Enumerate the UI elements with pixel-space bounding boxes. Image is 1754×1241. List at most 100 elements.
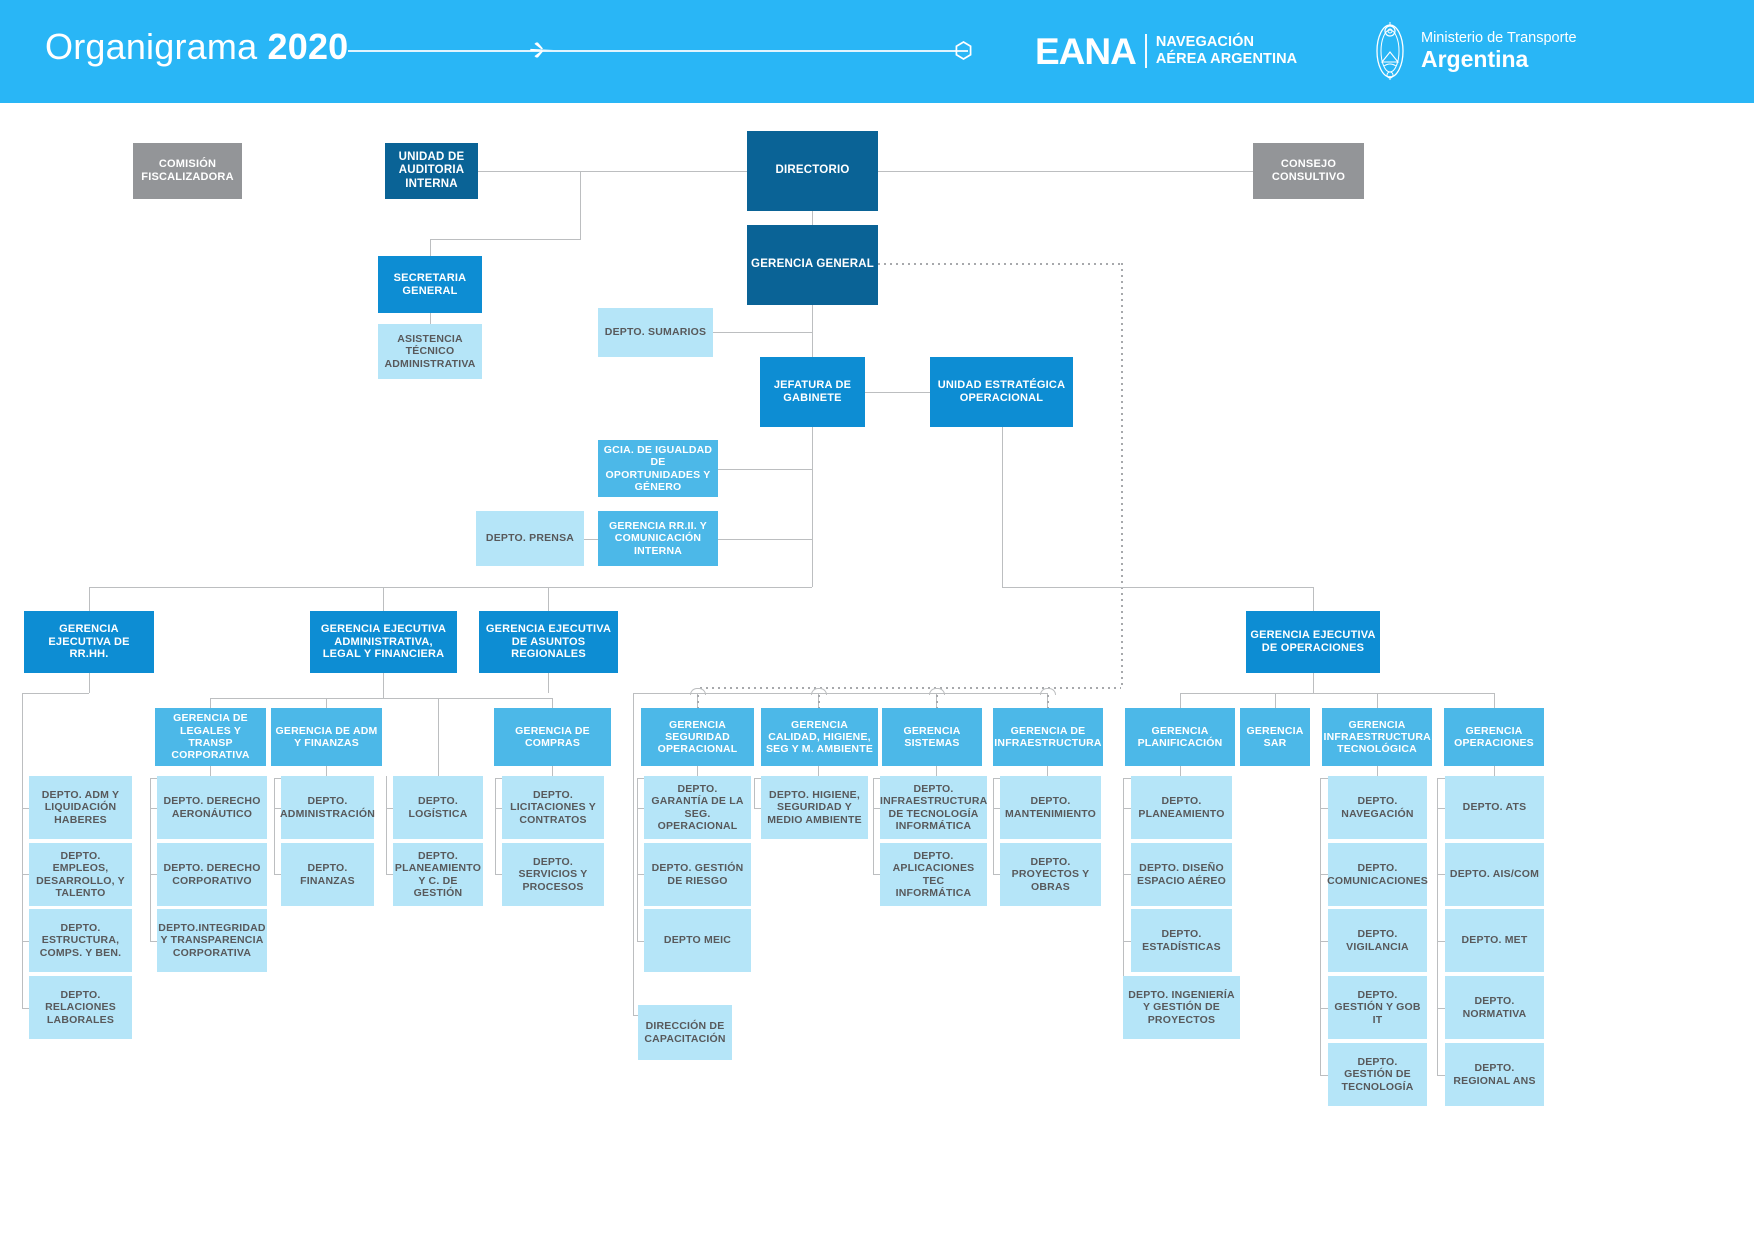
org-node-g_segop[interactable]: GERENCIA SEGURIDAD OPERACIONAL bbox=[641, 708, 754, 766]
org-node-d_servproc[interactable]: DEPTO. SERVICIOS Y PROCESOS bbox=[502, 843, 604, 906]
connector bbox=[1320, 808, 1328, 809]
connector bbox=[1002, 427, 1003, 587]
org-node-d_capacitacion[interactable]: DIRECCIÓN DE CAPACITACIÓN bbox=[638, 1005, 732, 1060]
org-node-d_corporativo[interactable]: DEPTO. DERECHO CORPORATIVO bbox=[157, 843, 267, 906]
org-node-d_mantenimiento[interactable]: DEPTO. MANTENIMIENTO bbox=[1000, 776, 1101, 839]
org-node-d_vigilancia[interactable]: DEPTO. VIGILANCIA bbox=[1328, 909, 1427, 972]
connector bbox=[993, 874, 1000, 875]
org-node-ge_rrhh[interactable]: GERENCIA EJECUTIVA DE RR.HH. bbox=[24, 611, 154, 673]
org-node-g_planif[interactable]: GERENCIA PLANIFICACIÓN bbox=[1125, 708, 1235, 766]
org-node-label: DEPTO. NORMATIVA bbox=[1462, 995, 1527, 1020]
org-node-label: GERENCIA EJECUTIVA ADMINISTRATIVA, LEGAL… bbox=[320, 622, 447, 661]
org-node-d_ingenieria[interactable]: DEPTO. INGENIERÍA Y GESTIÓN DE PROYECTOS bbox=[1123, 976, 1240, 1039]
org-node-d_estructura[interactable]: DEPTO. ESTRUCTURA, COMPS. Y BEN. bbox=[29, 909, 132, 972]
org-node-jefatura[interactable]: JEFATURA DE GABINETE bbox=[760, 357, 865, 427]
connector bbox=[633, 693, 634, 1015]
connector bbox=[1437, 1008, 1445, 1009]
org-node-ge_regionales[interactable]: GERENCIA EJECUTIVA DE ASUNTOS REGIONALES bbox=[479, 611, 618, 673]
connector bbox=[478, 171, 747, 172]
org-node-d_licitaciones[interactable]: DEPTO. LICITACIONES Y CONTRATOS bbox=[502, 776, 604, 839]
org-node-d_regionalans[interactable]: DEPTO. REGIONAL ANS bbox=[1445, 1043, 1544, 1106]
org-node-d_higiene[interactable]: DEPTO. HIGIENE, SEGURIDAD Y MEDIO AMBIEN… bbox=[761, 776, 868, 839]
org-node-d_finanzas[interactable]: DEPTO. FINANZAS bbox=[281, 843, 374, 906]
org-node-label: DEPTO. GESTIÓN Y GOB IT bbox=[1334, 989, 1421, 1026]
org-node-d_planeamiento[interactable]: DEPTO. PLANEAMIENTO bbox=[1131, 776, 1232, 839]
connector bbox=[993, 808, 1000, 809]
org-node-g_infratec[interactable]: GERENCIA INFRAESTRUCTURA TECNOLÓGICA bbox=[1322, 708, 1432, 766]
org-node-g_sar[interactable]: GERENCIA SAR bbox=[1240, 708, 1310, 766]
org-node-d_normativa[interactable]: DEPTO. NORMATIVA bbox=[1445, 976, 1544, 1039]
org-node-g_legales[interactable]: GERENCIA DE LEGALES Y TRANSP CORPORATIVA bbox=[155, 708, 266, 766]
connector bbox=[936, 766, 937, 778]
org-node-label: GERENCIA SAR bbox=[1246, 724, 1304, 749]
org-node-d_empleos[interactable]: DEPTO. EMPLEOS, DESARROLLO, Y TALENTO bbox=[29, 843, 132, 906]
org-node-label: GERENCIA EJECUTIVA DE OPERACIONES bbox=[1250, 629, 1376, 654]
org-node-label: DEPTO. INFRAESTRUCTURA DE TECNOLOGÍA INF… bbox=[879, 782, 988, 832]
org-node-label: DEPTO. APLICACIONES TEC INFORMÁTICA bbox=[892, 849, 975, 899]
org-node-label: GERENCIA SISTEMAS bbox=[903, 724, 961, 749]
org-node-g_operaciones[interactable]: GERENCIA OPERACIONES bbox=[1444, 708, 1544, 766]
org-node-directorio[interactable]: DIRECTORIO bbox=[747, 131, 878, 211]
org-node-d_infratecinf[interactable]: DEPTO. INFRAESTRUCTURA DE TECNOLOGÍA INF… bbox=[880, 776, 987, 839]
org-node-d_integridad[interactable]: DEPTO.INTEGRIDAD Y TRANSPARENCIA CORPORA… bbox=[157, 909, 267, 972]
org-node-sumarios[interactable]: DEPTO. SUMARIOS bbox=[598, 308, 713, 357]
org-node-d_relaciones[interactable]: DEPTO. RELACIONES LABORALES bbox=[29, 976, 132, 1039]
org-node-gerencia_gral[interactable]: GERENCIA GENERAL bbox=[747, 225, 878, 305]
org-node-asistencia[interactable]: ASISTENCIA TÉCNICO ADMINISTRATIVA bbox=[378, 324, 482, 379]
connector bbox=[1494, 766, 1495, 778]
org-node-d_garantia[interactable]: DEPTO. GARANTÍA DE LA SEG. OPERACIONAL bbox=[644, 776, 751, 839]
connector bbox=[386, 874, 393, 875]
connector bbox=[548, 587, 549, 611]
org-node-d_proyobras[interactable]: DEPTO. PROYECTOS Y OBRAS bbox=[1000, 843, 1101, 906]
org-node-g_admfin[interactable]: GERENCIA DE ADM Y FINANZAS bbox=[271, 708, 382, 766]
org-node-g_calidad[interactable]: GERENCIA CALIDAD, HIGIENE, SEG Y M. AMBI… bbox=[761, 708, 878, 766]
org-node-label: DEPTO. ESTADÍSTICAS bbox=[1142, 928, 1221, 953]
dotted-connector bbox=[818, 695, 820, 708]
org-node-d_administracion[interactable]: DEPTO. ADMINISTRACIÓN bbox=[280, 776, 375, 839]
org-node-g_sistemas[interactable]: GERENCIA SISTEMAS bbox=[882, 708, 982, 766]
org-node-d_planeamgest[interactable]: DEPTO. PLANEAMIENTO Y C. DE GESTIÓN bbox=[393, 843, 483, 906]
org-node-igualdad[interactable]: GCIA. DE IGUALDAD DE OPORTUNIDADES Y GÉN… bbox=[598, 440, 718, 497]
org-node-d_aiscom[interactable]: DEPTO. AIS/COM bbox=[1445, 843, 1544, 906]
org-node-secretaria[interactable]: SECRETARIA GENERAL bbox=[378, 256, 482, 313]
org-node-d_meic[interactable]: DEPTO MEIC bbox=[644, 909, 751, 972]
org-node-comision[interactable]: COMISIÓN FISCALIZADORA bbox=[133, 143, 242, 199]
org-node-ge_operaciones[interactable]: GERENCIA EJECUTIVA DE OPERACIONES bbox=[1246, 611, 1380, 673]
connector bbox=[552, 766, 553, 778]
org-node-d_admliq[interactable]: DEPTO. ADM Y LIQUIDACIÓN HABERES bbox=[29, 776, 132, 839]
connector bbox=[150, 874, 157, 875]
org-node-d_ats[interactable]: DEPTO. ATS bbox=[1445, 776, 1544, 839]
org-node-label: DEPTO. ADM Y LIQUIDACIÓN HABERES bbox=[41, 789, 120, 826]
connector bbox=[1320, 874, 1328, 875]
org-node-d_gobit[interactable]: DEPTO. GESTIÓN Y GOB IT bbox=[1328, 976, 1427, 1039]
connector bbox=[22, 1008, 29, 1009]
org-node-ge_adm[interactable]: GERENCIA EJECUTIVA ADMINISTRATIVA, LEGAL… bbox=[310, 611, 457, 673]
org-node-label: DEPTO. MANTENIMIENTO bbox=[1004, 795, 1097, 820]
org-node-d_aeronautico[interactable]: DEPTO. DERECHO AERONÁUTICO bbox=[157, 776, 267, 839]
ministry-name: Ministerio de Transporte bbox=[1421, 29, 1577, 46]
org-node-d_riesgo[interactable]: DEPTO. GESTIÓN DE RIESGO bbox=[644, 843, 751, 906]
org-node-g_compras[interactable]: GERENCIA DE COMPRAS bbox=[494, 708, 611, 766]
org-node-consejo[interactable]: CONSEJO CONSULTIVO bbox=[1253, 143, 1364, 199]
org-node-d_aplicaciones[interactable]: DEPTO. APLICACIONES TEC INFORMÁTICA bbox=[880, 843, 987, 906]
connector bbox=[637, 778, 638, 941]
org-node-d_comunicaciones[interactable]: DEPTO. COMUNICACIONES bbox=[1327, 843, 1428, 906]
org-node-d_met[interactable]: DEPTO. MET bbox=[1445, 909, 1544, 972]
org-node-auditoria[interactable]: UNIDAD DE AUDITORIA INTERNA bbox=[385, 143, 478, 199]
org-node-prensa[interactable]: DEPTO. PRENSA bbox=[476, 511, 584, 566]
org-node-label: DEPTO. LICITACIONES Y CONTRATOS bbox=[510, 789, 596, 826]
org-node-d_estadisticas[interactable]: DEPTO. ESTADÍSTICAS bbox=[1131, 909, 1232, 972]
org-node-d_gesttec[interactable]: DEPTO. GESTIÓN DE TECNOLOGÍA bbox=[1328, 1043, 1427, 1106]
page-title-year: 2020 bbox=[267, 26, 349, 67]
connector bbox=[1437, 874, 1445, 875]
org-node-g_infra[interactable]: GERENCIA DE INFRAESTRUCTURA bbox=[993, 708, 1103, 766]
org-node-d_navegacion[interactable]: DEPTO. NAVEGACIÓN bbox=[1328, 776, 1427, 839]
org-node-d_disenoesp[interactable]: DEPTO. DISEÑO ESPACIO AÉREO bbox=[1131, 843, 1232, 906]
org-node-d_logistica[interactable]: DEPTO. LOGÍSTICA bbox=[393, 776, 483, 839]
connector bbox=[718, 469, 812, 470]
connector bbox=[873, 874, 880, 875]
page-title: Organigrama 2020 bbox=[45, 26, 348, 68]
org-node-unidad_estr[interactable]: UNIDAD ESTRATÉGICA OPERACIONAL bbox=[930, 357, 1073, 427]
org-node-rrii[interactable]: GERENCIA RR.II. Y COMUNICACIÓN INTERNA bbox=[598, 511, 718, 566]
org-node-label: DEPTO. HIGIENE, SEGURIDAD Y MEDIO AMBIEN… bbox=[767, 789, 862, 826]
